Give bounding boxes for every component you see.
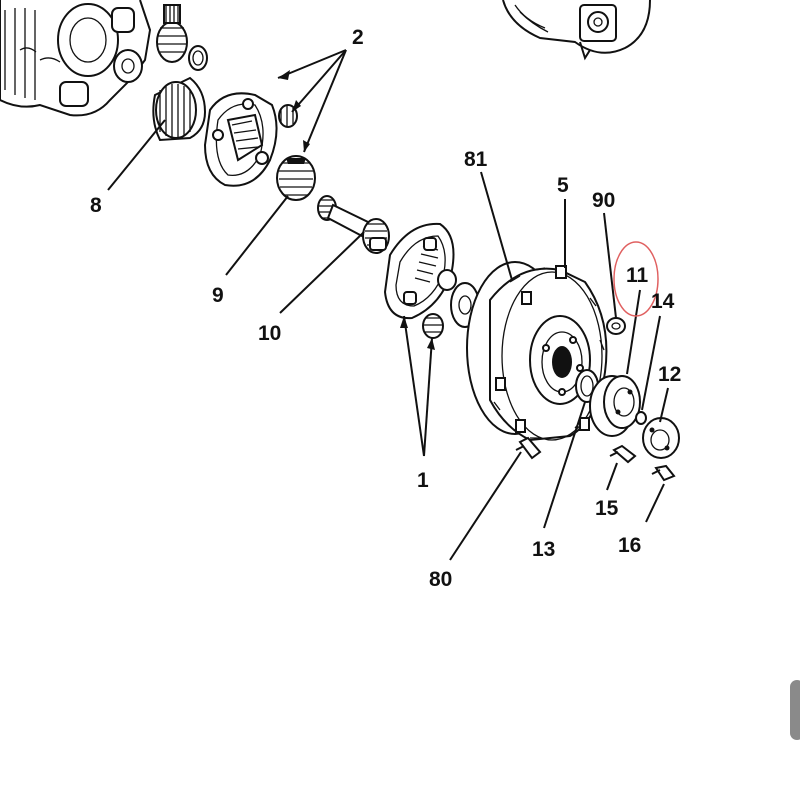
leader-1a [403,315,425,457]
leader-9 [225,195,289,276]
top-left-housing [0,0,152,117]
top-small-gear [156,4,188,63]
part-80-bolt [515,436,542,460]
leader-81 [480,171,513,281]
leader-15 [606,462,618,491]
hub-housing [466,261,608,442]
label-part-15: 15 [595,497,619,520]
label-part-90: 90 [592,189,615,212]
label-part-1: 1 [417,469,429,492]
part-15-bolt [609,444,637,464]
leader-2c [303,49,347,153]
leader-arrowheads [278,70,435,350]
top-o-ring [188,45,208,71]
label-part-14: 14 [651,290,675,313]
label-part-16: 16 [618,534,641,557]
leader-12 [659,387,669,423]
leader-90 [603,212,617,319]
part-2-carrier [203,92,298,187]
leader-16 [645,483,665,523]
leader-14 [641,315,661,411]
part-1-carrier-ring [383,222,457,339]
leader-lines [107,49,669,561]
label-part-80: 80 [429,568,452,591]
part-90-plug [606,317,626,335]
part-9-pinion [276,155,316,201]
part-10-shaft [317,195,390,254]
label-part-12: 12 [658,363,681,386]
part-11-cover-disc [589,375,647,437]
label-part-13: 13 [532,538,555,561]
label-part-9: 9 [212,284,224,307]
label-part-5: 5 [557,174,569,197]
label-part-2: 2 [352,26,364,49]
label-part-11: 11 [626,264,649,287]
leader-10 [279,231,365,314]
label-part-8: 8 [90,194,102,217]
part-16-bolt [651,464,676,482]
leader-80 [449,451,522,561]
label-part-81: 81 [464,148,488,171]
leader-2a [277,49,347,79]
label-part-10: 10 [258,322,281,345]
leader-2b [291,49,347,113]
top-right-housing [502,0,651,61]
part-12-end-cap [642,417,680,459]
scrollbar-thumb[interactable] [790,680,800,740]
highlight-circle [613,241,659,317]
leader-1b [423,337,433,457]
part-8-gear [152,76,207,142]
leader-8 [107,119,166,191]
leader-13 [543,401,586,529]
leader-11 [626,289,641,375]
